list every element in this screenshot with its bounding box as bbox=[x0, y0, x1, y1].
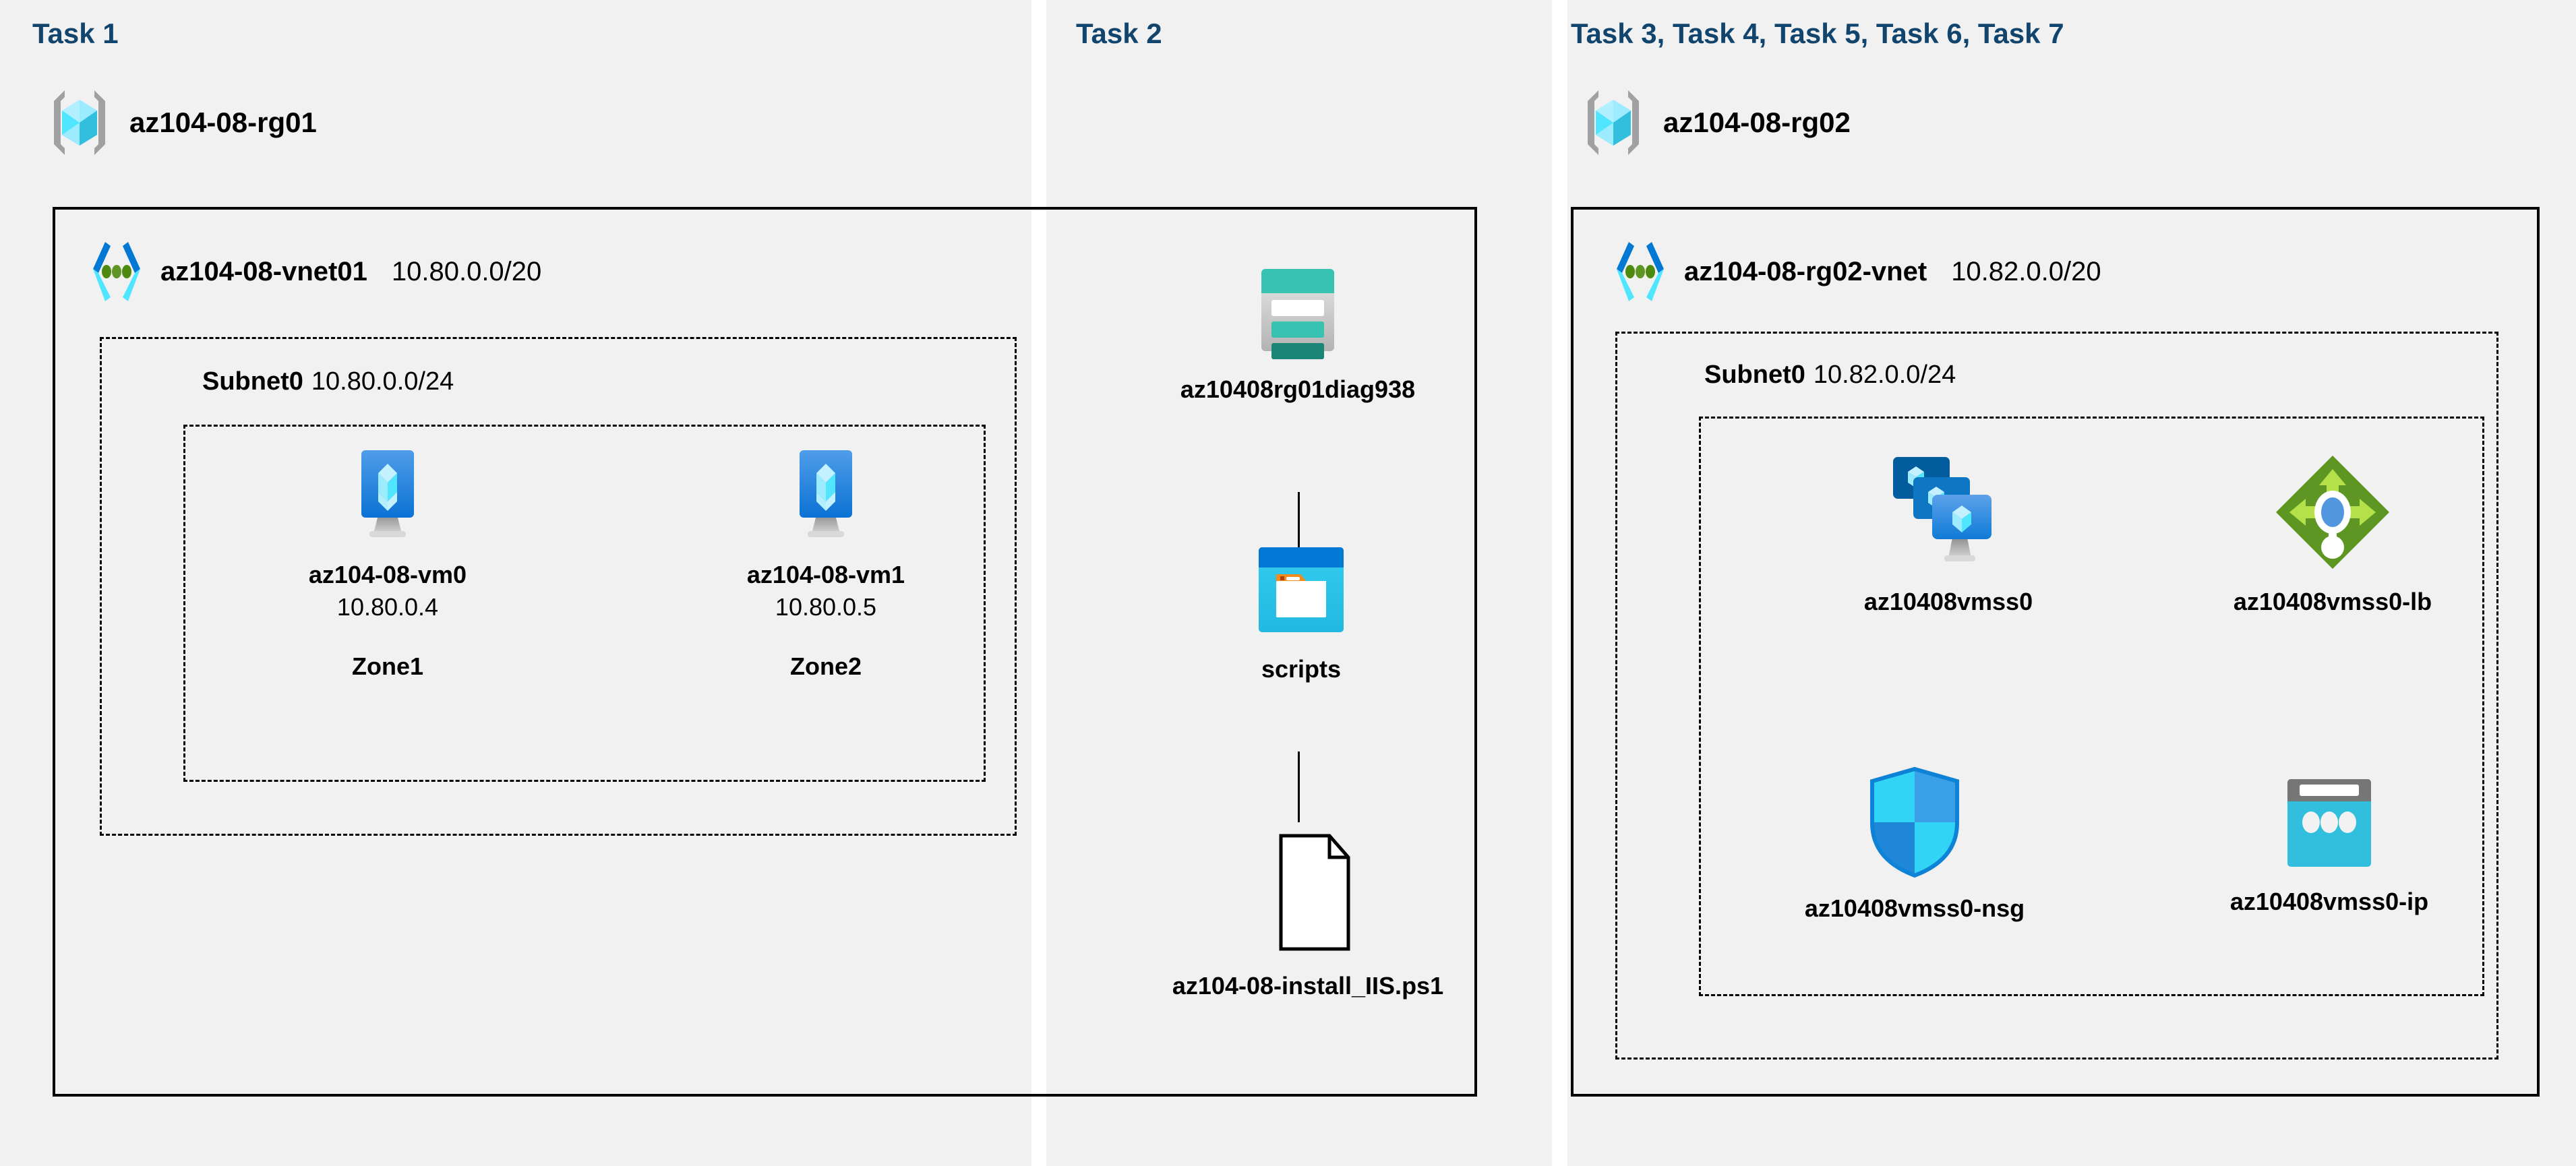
availability-zones-box bbox=[183, 425, 986, 782]
vm-scale-set-icon bbox=[1881, 452, 2016, 573]
subnet0-left-box bbox=[100, 337, 1017, 836]
storage-account-name: az10408rg01diag938 bbox=[1180, 375, 1416, 403]
subnet0-right-label: Subnet0 10.82.0.0/24 bbox=[1704, 361, 1956, 390]
virtual-network-icon bbox=[88, 239, 146, 304]
node-storage-account[interactable]: az10408rg01diag938 bbox=[1116, 259, 1480, 404]
task-3-to-7-title: Task 3, Task 4, Task 5, Task 6, Task 7 bbox=[1571, 18, 2064, 49]
vnet-name: az104-08-vnet01 bbox=[160, 256, 367, 286]
public-ip-name: az10408vmss0-ip bbox=[2229, 888, 2429, 915]
task-2-title: Task 2 bbox=[1076, 18, 1162, 49]
public-ip-address-icon bbox=[2275, 775, 2383, 873]
subnet-cidr: 10.80.0.0/24 bbox=[311, 367, 454, 396]
blob-container-name: scripts bbox=[1261, 655, 1342, 683]
virtual-machine-icon bbox=[337, 445, 438, 546]
vmss-resources-box bbox=[1699, 417, 2484, 996]
virtual-network-icon bbox=[1611, 239, 1669, 304]
vnet-az104-08-vnet01-header: az104-08-vnet01 10.80.0.0/20 bbox=[88, 239, 541, 304]
resource-group-icon bbox=[47, 88, 112, 158]
subnet0-left-label: Subnet0 10.80.0.0/24 bbox=[202, 367, 454, 396]
task-1-title: Task 1 bbox=[32, 18, 119, 49]
storage-account-icon bbox=[1247, 259, 1348, 361]
resource-group-name: az104-08-rg02 bbox=[1663, 106, 1851, 138]
subnet0-right-box bbox=[1615, 332, 2498, 1060]
panel-task-1 bbox=[0, 0, 1031, 1166]
network-security-group-icon bbox=[1864, 765, 1965, 880]
node-az10408vmss0-nsg[interactable]: az10408vmss0-nsg bbox=[1746, 765, 2083, 923]
resource-group-rg01: az104-08-rg01 bbox=[47, 88, 317, 158]
node-blob-container-scripts[interactable]: scripts bbox=[1166, 539, 1436, 683]
node-az10408vmss0[interactable]: az10408vmss0 bbox=[1807, 452, 2090, 616]
script-file-name: az104-08-install_IIS.ps1 bbox=[1172, 972, 1444, 1000]
blob-container-icon bbox=[1251, 539, 1352, 640]
vm-ip-address: 10.80.0.4 bbox=[336, 593, 439, 621]
vnet-cidr: 10.82.0.0/20 bbox=[1951, 256, 2101, 286]
panel-task-3 bbox=[1567, 0, 2576, 1166]
vm-zone: Zone1 bbox=[351, 652, 423, 680]
node-az104-08-vm1[interactable]: az104-08-vm1 10.80.0.5 Zone2 bbox=[705, 445, 947, 681]
load-balancer-icon bbox=[2272, 452, 2393, 573]
vmss-name: az10408vmss0 bbox=[1863, 588, 2033, 615]
connector-scripts-to-file bbox=[1298, 751, 1300, 822]
vnet-az104-08-rg02-vnet-box bbox=[1571, 207, 2540, 1097]
vnet-name: az104-08-rg02-vnet bbox=[1684, 256, 1927, 286]
resource-group-name: az104-08-rg01 bbox=[129, 106, 317, 138]
vm-name: az104-08-vm0 bbox=[308, 561, 467, 588]
resource-group-rg02: az104-08-rg02 bbox=[1581, 88, 1851, 158]
subnet-cidr: 10.82.0.0/24 bbox=[1813, 361, 1956, 389]
node-az10408vmss0-lb[interactable]: az10408vmss0-lb bbox=[2184, 452, 2481, 616]
node-install-iis-script[interactable]: az104-08-install_IIS.ps1 bbox=[1092, 829, 1524, 1000]
subnet-name: Subnet0 bbox=[202, 367, 303, 396]
vm-name: az104-08-vm1 bbox=[746, 561, 905, 588]
virtual-machine-icon bbox=[775, 445, 876, 546]
vm-zone: Zone2 bbox=[789, 652, 862, 680]
file-icon bbox=[1254, 829, 1362, 957]
connector-storage-to-scripts bbox=[1298, 492, 1300, 549]
subnet-name: Subnet0 bbox=[1704, 361, 1805, 389]
vnet-az104-08-rg02-vnet-header: az104-08-rg02-vnet 10.82.0.0/20 bbox=[1611, 239, 2101, 304]
node-az104-08-vm0[interactable]: az104-08-vm0 10.80.0.4 Zone1 bbox=[266, 445, 509, 681]
panel-gutter-right bbox=[1552, 0, 1567, 1166]
vnet-az104-08-vnet01-box bbox=[53, 207, 1477, 1097]
vm-ip-address: 10.80.0.5 bbox=[775, 593, 877, 621]
node-az10408vmss0-ip[interactable]: az10408vmss0-ip bbox=[2178, 775, 2481, 916]
resource-group-icon bbox=[1581, 88, 1646, 158]
vnet-cidr: 10.80.0.0/20 bbox=[391, 256, 542, 286]
load-balancer-name: az10408vmss0-lb bbox=[2233, 588, 2432, 615]
nsg-name: az10408vmss0-nsg bbox=[1804, 894, 2025, 922]
